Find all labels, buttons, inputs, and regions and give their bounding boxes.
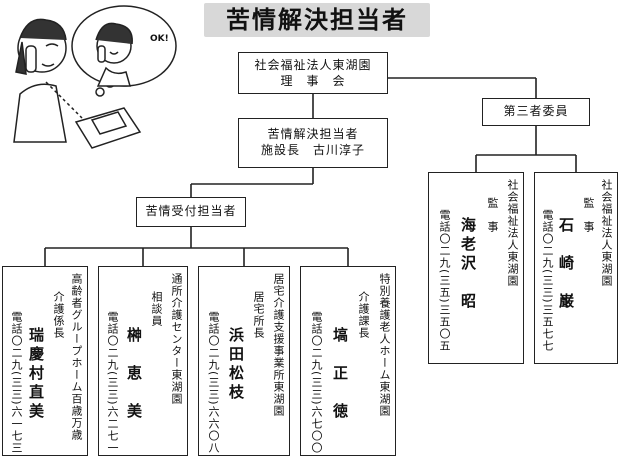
auditor-name: 海老沢 昭 — [459, 217, 477, 312]
staff-org: 居宅介護支援事業所東湖園 — [272, 273, 285, 417]
receiver-box: 苦情受付担当者 — [136, 197, 246, 227]
auditor-box-1: 社会福祉法人東湖園 監 事 海老沢 昭 電話〇二九(三五)三五〇五 — [428, 172, 524, 364]
auditor-phone: 電話〇二九(三三)三五七七 — [541, 209, 554, 352]
staff-name: 浜田松枝 — [227, 327, 245, 403]
staff-box-nursinghome: 特別養護老人ホーム東湖園 介護課長 塙 正 徳 電話〇二九(三三)六七〇〇 — [300, 266, 396, 456]
auditor-role: 監 事 — [486, 197, 499, 233]
staff-phone: 電話〇二九(三三)六二七一 — [106, 311, 119, 454]
staff-name: 塙 正 徳 — [331, 327, 349, 422]
staff-role: 介護係長 — [52, 291, 65, 339]
staff-phone: 電話〇二九(三三)六七〇〇 — [310, 311, 323, 454]
third-party-committee-box: 第三者委員 — [482, 98, 590, 126]
page-title: 苦情解決担当者 — [204, 3, 430, 37]
auditor-phone: 電話〇二九(三五)三五〇五 — [438, 209, 451, 352]
auditor-role: 監 事 — [582, 197, 595, 233]
board-line-2: 理 事 会 — [280, 74, 346, 88]
staff-phone: 電話〇二九(三三)六六〇八 — [207, 311, 220, 454]
board-box: 社会福祉法人東湖園 理 事 会 — [238, 52, 388, 94]
staff-role: 相談員 — [150, 291, 163, 327]
staff-box-homecare: 居宅介護支援事業所東湖園 居宅所長 浜田松枝 電話〇二九(三三)六六〇八 — [198, 266, 290, 456]
board-line-1: 社会福祉法人東湖園 — [254, 58, 372, 72]
staff-org: 通所介護センター東湖園 — [170, 273, 183, 405]
auditor-org: 社会福祉法人東湖園 — [600, 179, 613, 287]
resolver-line-1: 苦情解決担当者 — [267, 127, 359, 141]
staff-name: 瑞慶村直美 — [27, 327, 45, 422]
resolver-box: 苦情解決担当者 施設長 古川淳子 — [238, 118, 388, 168]
auditor-org: 社会福祉法人東湖園 — [506, 179, 519, 287]
staff-role: 介護課長 — [357, 291, 370, 339]
auditor-name: 石 崎 巌 — [557, 217, 575, 312]
resolver-line-2: 施設長 古川淳子 — [260, 143, 365, 157]
staff-box-grouphome: 高齢者グループホーム百歳万歳 介護係長 瑞慶村直美 電話〇二九(三三)六一七三 — [2, 266, 88, 456]
staff-org: 高齢者グループホーム百歳万歳 — [70, 273, 83, 441]
phone-call-illustration — [13, 5, 177, 149]
ok-speech-text: OK! — [150, 34, 169, 44]
auditor-box-2: 社会福祉法人東湖園 監 事 石 崎 巌 電話〇二九(三三)三五七七 — [534, 172, 618, 364]
staff-org: 特別養護老人ホーム東湖園 — [378, 273, 391, 417]
staff-name: 榊 恵 美 — [125, 327, 143, 422]
staff-box-daycare: 通所介護センター東湖園 相談員 榊 恵 美 電話〇二九(三三)六二七一 — [98, 266, 188, 456]
staff-role: 居宅所長 — [252, 291, 265, 339]
staff-phone: 電話〇二九(三三)六一七三 — [10, 311, 23, 454]
